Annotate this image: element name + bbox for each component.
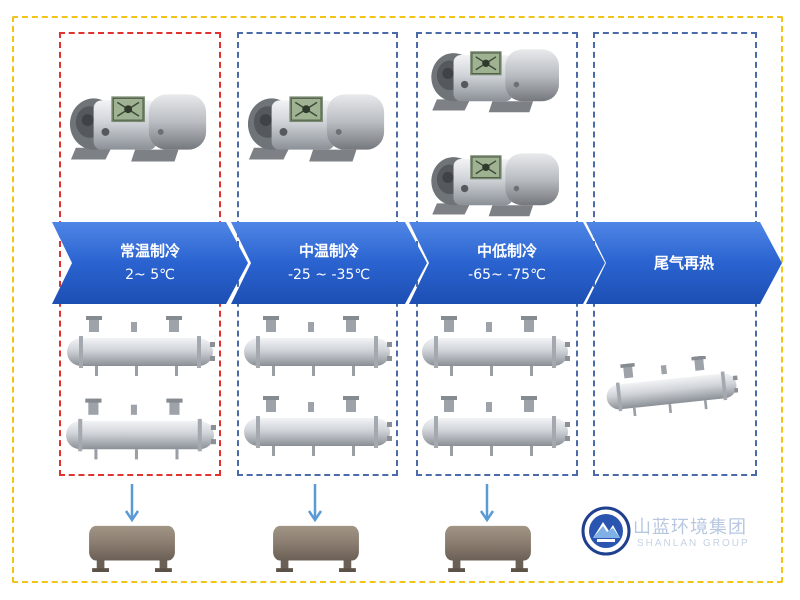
outer-process-boundary [12, 16, 783, 583]
collection-tank-2 [270, 524, 362, 572]
stage-arrow-2: 中温制冷-25 ~ -35℃ [231, 222, 427, 304]
heat-exchanger-1a [64, 316, 216, 376]
heat-exchanger-3a [420, 316, 570, 376]
stage-arrow-4: 尾气再热 [586, 222, 782, 304]
heat-exchanger-3b [420, 396, 570, 456]
flow-arrow-3 [479, 484, 495, 523]
collection-tank-1 [86, 524, 178, 572]
flow-arrow-2 [307, 484, 323, 523]
heat-exchanger-2a [242, 316, 392, 376]
heat-exchanger-2b [242, 396, 392, 456]
collection-tank-3 [442, 524, 534, 572]
compressor-3b [423, 146, 571, 220]
brand-name-cn: 山蓝环境集团 [633, 517, 747, 538]
shanlan-logo [581, 506, 631, 556]
stage-arrow-3: 中低制冷-65~ -75℃ [409, 222, 605, 304]
flow-arrow-1 [124, 484, 140, 523]
compressor-2 [244, 84, 392, 168]
brand-name-en: SHANLAN GROUP [637, 538, 750, 549]
compressor-3a [423, 42, 571, 116]
heat-exchanger-1b [64, 394, 216, 464]
reheater-exchanger [604, 356, 738, 416]
compressor-1 [66, 84, 214, 168]
